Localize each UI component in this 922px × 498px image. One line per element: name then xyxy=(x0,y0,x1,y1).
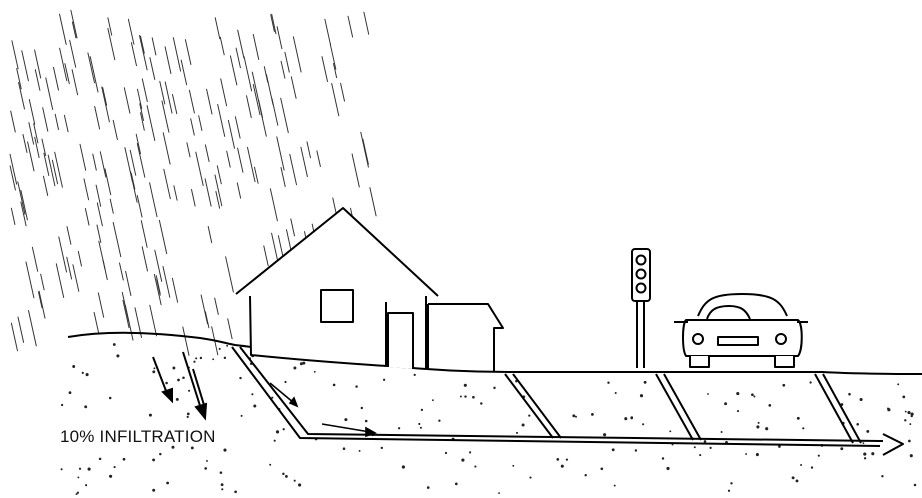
flow-arrows xyxy=(270,383,375,436)
house xyxy=(236,208,503,371)
infiltration-label: 10% INFILTRATION xyxy=(60,427,216,447)
house-window xyxy=(321,290,353,322)
car-license-plate xyxy=(718,337,758,345)
car xyxy=(674,294,808,367)
house-door xyxy=(388,313,413,369)
infiltration-arrows xyxy=(153,352,206,418)
traffic-light xyxy=(632,249,650,368)
